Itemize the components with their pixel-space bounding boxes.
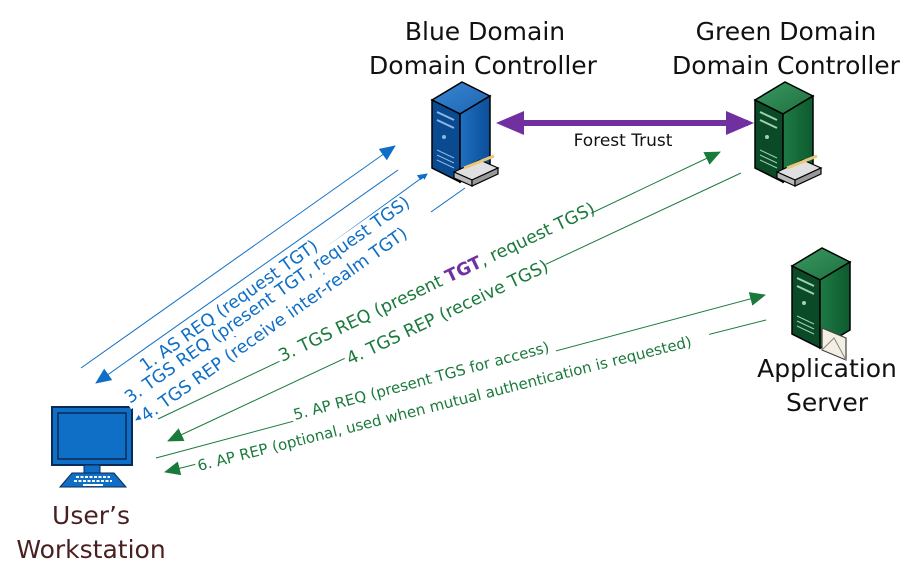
app-server-label-line1: Application (757, 354, 897, 383)
forest-trust-label: Forest Trust (574, 131, 673, 151)
desktop-computer-icon (51, 406, 133, 488)
green-msg-6-label: 6. AP REP (optional, used when mutual au… (196, 333, 694, 475)
blue-dc-label-line1: Blue Domain (405, 17, 565, 46)
blue-dc-label-line2: Domain Controller (369, 51, 598, 80)
workstation-label-line2: Workstation (16, 535, 165, 564)
envelope-icon (821, 327, 847, 361)
blue-msg-3-label: 3. TGS REQ (present TGT, request TGS) (121, 193, 414, 408)
blue-msg-1-arrow (80, 145, 396, 369)
green-dc-label-line2: Domain Controller (672, 51, 901, 80)
workstation-label-line1: User’s (52, 501, 130, 530)
forest-trust-arrowhead-left (496, 111, 524, 135)
server-mail-icon (790, 247, 852, 361)
blue-msg-2-arrow (95, 169, 399, 384)
server-blue-icon (430, 81, 500, 187)
server-green-icon (753, 81, 823, 187)
app-server-label-line2: Server (786, 388, 869, 417)
green-dc-label-line1: Green Domain (696, 17, 877, 46)
forest-trust-arrowhead-right (726, 111, 754, 135)
